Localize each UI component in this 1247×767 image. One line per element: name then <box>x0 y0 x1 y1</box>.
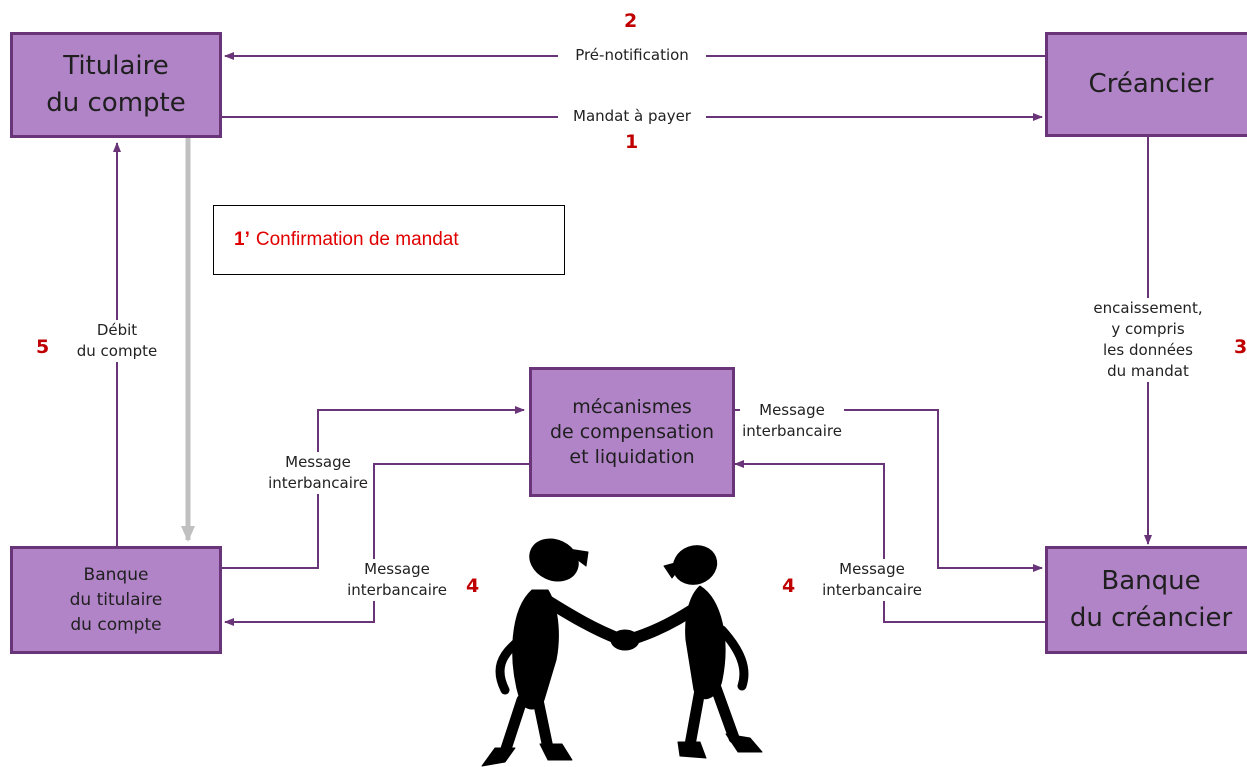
creancier-box: Créancier <box>1045 32 1247 137</box>
titulaire-line-1: Titulaire <box>63 51 169 81</box>
debit-label: Débit du compte <box>60 320 174 362</box>
step-number-5: 5 <box>36 336 50 358</box>
message-right-top-label: Message interbancaire <box>740 400 844 442</box>
mecanismes-line-2: de compensation <box>549 420 715 443</box>
handshake-illustration <box>481 538 763 767</box>
step-number-3: 3 <box>1234 336 1247 358</box>
message-right-top-line-2: interbancaire <box>740 421 844 442</box>
message-right-top-line-1: Message <box>740 400 844 421</box>
titulaire-box: Titulaire du compte <box>10 32 222 138</box>
message-left-bottom-line-2: interbancaire <box>347 581 447 599</box>
step-number-4-left: 4 <box>466 575 480 597</box>
encaissement-line-4: du mandat <box>1107 362 1189 380</box>
message-right-bottom-arrow <box>734 460 1045 623</box>
message-left-top-line-2: interbancaire <box>268 474 368 492</box>
confirmation-number: 1’ <box>234 229 250 250</box>
message-left-bottom-line-1: Message <box>364 560 430 578</box>
encaissement-label: encaissement, y compris les données du m… <box>1083 298 1213 382</box>
mecanismes-line-1: mécanismes <box>572 395 692 418</box>
banque-titulaire-line-3: du compte <box>70 614 162 635</box>
message-right-bottom-line-1: Message <box>839 560 905 578</box>
debit-line-2: du compte <box>60 341 174 362</box>
creancier-label: Créancier <box>1088 69 1214 99</box>
mecanismes-line-3: et liquidation <box>569 445 695 468</box>
banque-titulaire-line-1: Banque <box>83 564 149 585</box>
encaissement-line-1: encaissement, <box>1093 299 1203 317</box>
message-left-bottom-label: Message interbancaire <box>345 559 449 601</box>
step-number-1: 1 <box>625 131 639 153</box>
mecanismes-box: mécanismes de compensation et liquidatio… <box>529 367 735 497</box>
message-left-bottom-arrow <box>224 463 529 626</box>
encaissement-line-2: y compris <box>1111 320 1185 338</box>
mandat-label: Mandat à payer <box>558 106 706 127</box>
banque-creancier-box: Banque du créancier <box>1045 546 1247 654</box>
banque-creancier-line-2: du créancier <box>1069 603 1233 633</box>
titulaire-line-2: du compte <box>46 88 186 118</box>
message-right-bottom-label: Message interbancaire <box>820 559 924 601</box>
message-left-top-line-1: Message <box>285 453 351 471</box>
pre-notification-label: Pré-notification <box>558 45 706 66</box>
step-number-4-right: 4 <box>782 575 796 597</box>
message-left-top-label: Message interbancaire <box>266 452 370 494</box>
encaissement-line-3: les données <box>1103 341 1193 359</box>
message-right-bottom-line-2: interbancaire <box>822 581 922 599</box>
banque-titulaire-line-2: du titulaire <box>69 589 163 610</box>
step-number-2: 2 <box>624 10 638 32</box>
banque-titulaire-box: Banque du titulaire du compte <box>10 546 222 654</box>
debit-line-1: Débit <box>60 320 174 341</box>
confirmation-text: Confirmation de mandat <box>255 229 459 250</box>
confirmation-box: 1’ Confirmation de mandat <box>213 205 565 275</box>
banque-creancier-line-1: Banque <box>1101 566 1201 596</box>
